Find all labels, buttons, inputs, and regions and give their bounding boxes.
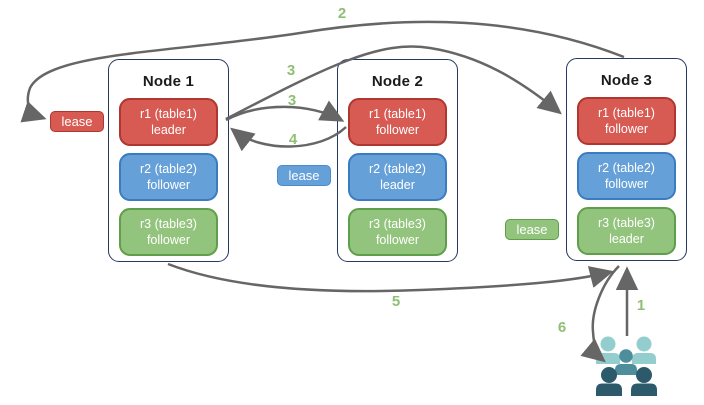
- replica-name: r2 (table2): [598, 160, 655, 175]
- step-label-3a: 3: [286, 62, 296, 79]
- node-2-replica-r3: r3 (table3) follower: [348, 208, 447, 256]
- replica-name: r3 (table3): [140, 216, 197, 231]
- replica-name: r2 (table2): [140, 161, 197, 176]
- step-label-6: 6: [557, 319, 567, 336]
- step-label-4: 4: [288, 131, 298, 148]
- replica-role: follower: [146, 233, 191, 247]
- lease-badge-r3: lease: [505, 219, 559, 240]
- node-1-replica-r1: r1 (table1) leader: [119, 98, 218, 146]
- lease-badge-r1: lease: [50, 111, 104, 132]
- arrow-step-5: [167, 262, 614, 293]
- replica-role: leader: [609, 232, 644, 246]
- node-2-replica-r1: r1 (table1) follower: [348, 98, 447, 146]
- replica-name: r2 (table2): [369, 161, 426, 176]
- person-top-right-icon: [632, 336, 656, 364]
- node-3-replica-r3: r3 (table3) leader: [577, 207, 676, 255]
- node-2-box: Node 2 r1 (table1) follower r2 (table2) …: [337, 59, 458, 262]
- step-label-2: 2: [337, 5, 347, 22]
- step-label-1: 1: [636, 297, 646, 314]
- replica-role: follower: [604, 122, 649, 136]
- node-2-title: Node 2: [371, 73, 424, 90]
- replica-name: r3 (table3): [598, 215, 655, 230]
- node-1-box: Node 1 r1 (table1) leader r2 (table2) fo…: [108, 59, 229, 262]
- replica-role: follower: [375, 233, 420, 247]
- lease-badge-r2: lease: [277, 165, 331, 186]
- replica-role: follower: [604, 177, 649, 191]
- replica-role: follower: [375, 123, 420, 137]
- replica-name: r3 (table3): [369, 216, 426, 231]
- replica-role: leader: [151, 123, 186, 137]
- node-2-replica-r2: r2 (table2) leader: [348, 153, 447, 201]
- node-3-replica-r2: r2 (table2) follower: [577, 152, 676, 200]
- node-1-replica-r2: r2 (table2) follower: [119, 153, 218, 201]
- step-label-3b: 3: [287, 92, 297, 109]
- person-bottom-right-icon: [631, 367, 657, 396]
- node-3-title: Node 3: [600, 72, 653, 89]
- step-label-5: 5: [391, 293, 401, 310]
- users-icon: [596, 336, 657, 396]
- replica-name: r1 (table1): [598, 105, 655, 120]
- replica-role: leader: [380, 178, 415, 192]
- node-1-title: Node 1: [142, 73, 195, 90]
- replica-name: r1 (table1): [369, 106, 426, 121]
- person-top-left-icon: [596, 336, 620, 364]
- replica-name: r1 (table1): [140, 106, 197, 121]
- node-3-box: Node 3 r1 (table1) follower r2 (table2) …: [566, 58, 687, 261]
- node-3-replica-r1: r1 (table1) follower: [577, 97, 676, 145]
- person-bottom-left-icon: [596, 367, 622, 396]
- node-1-replica-r3: r3 (table3) follower: [119, 208, 218, 256]
- person-middle-icon: [615, 349, 637, 375]
- replica-role: follower: [146, 178, 191, 192]
